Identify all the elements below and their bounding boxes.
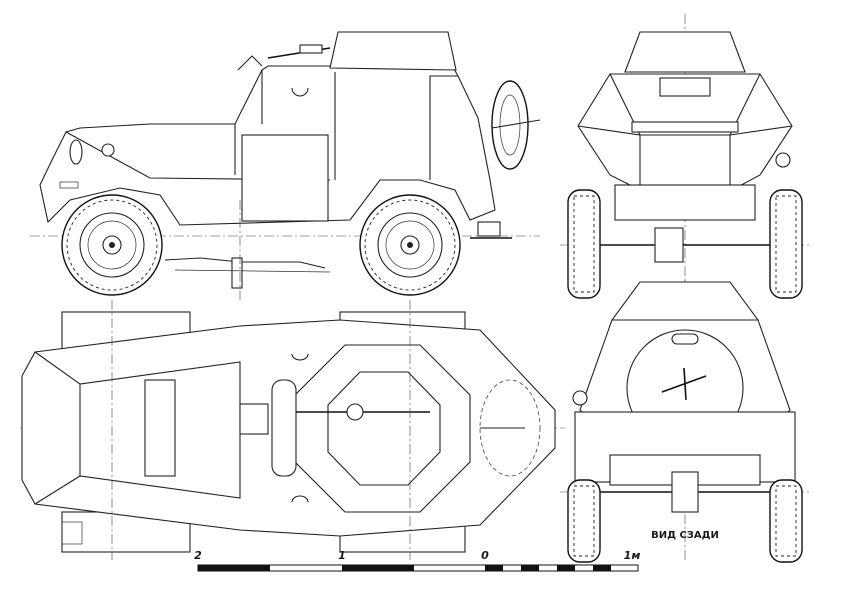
rear-view-caption: ВИД СЗАДИ: [651, 530, 719, 541]
side-rear-wheel: [359, 194, 461, 296]
scale-label-2: 2: [194, 549, 202, 562]
rear-view: [560, 280, 810, 563]
front-turret: [624, 31, 746, 73]
side-view: [30, 31, 541, 300]
top-hatch: [144, 379, 176, 477]
side-turret: [329, 31, 457, 71]
front-right-wheel: [769, 189, 803, 299]
scale-label-1: 1: [338, 549, 346, 562]
scale-label-0: 0: [481, 549, 489, 562]
front-left-wheel: [567, 189, 601, 299]
front-view: [560, 14, 810, 299]
top-view: [20, 300, 565, 560]
rear-right-wheel: [769, 479, 803, 563]
rear-left-wheel: [567, 479, 601, 563]
scale-label-1m: 1м: [624, 549, 641, 562]
scale-bar: 2 1 0 1м: [194, 549, 641, 572]
side-front-wheel: [61, 194, 163, 296]
side-door: [241, 134, 329, 222]
